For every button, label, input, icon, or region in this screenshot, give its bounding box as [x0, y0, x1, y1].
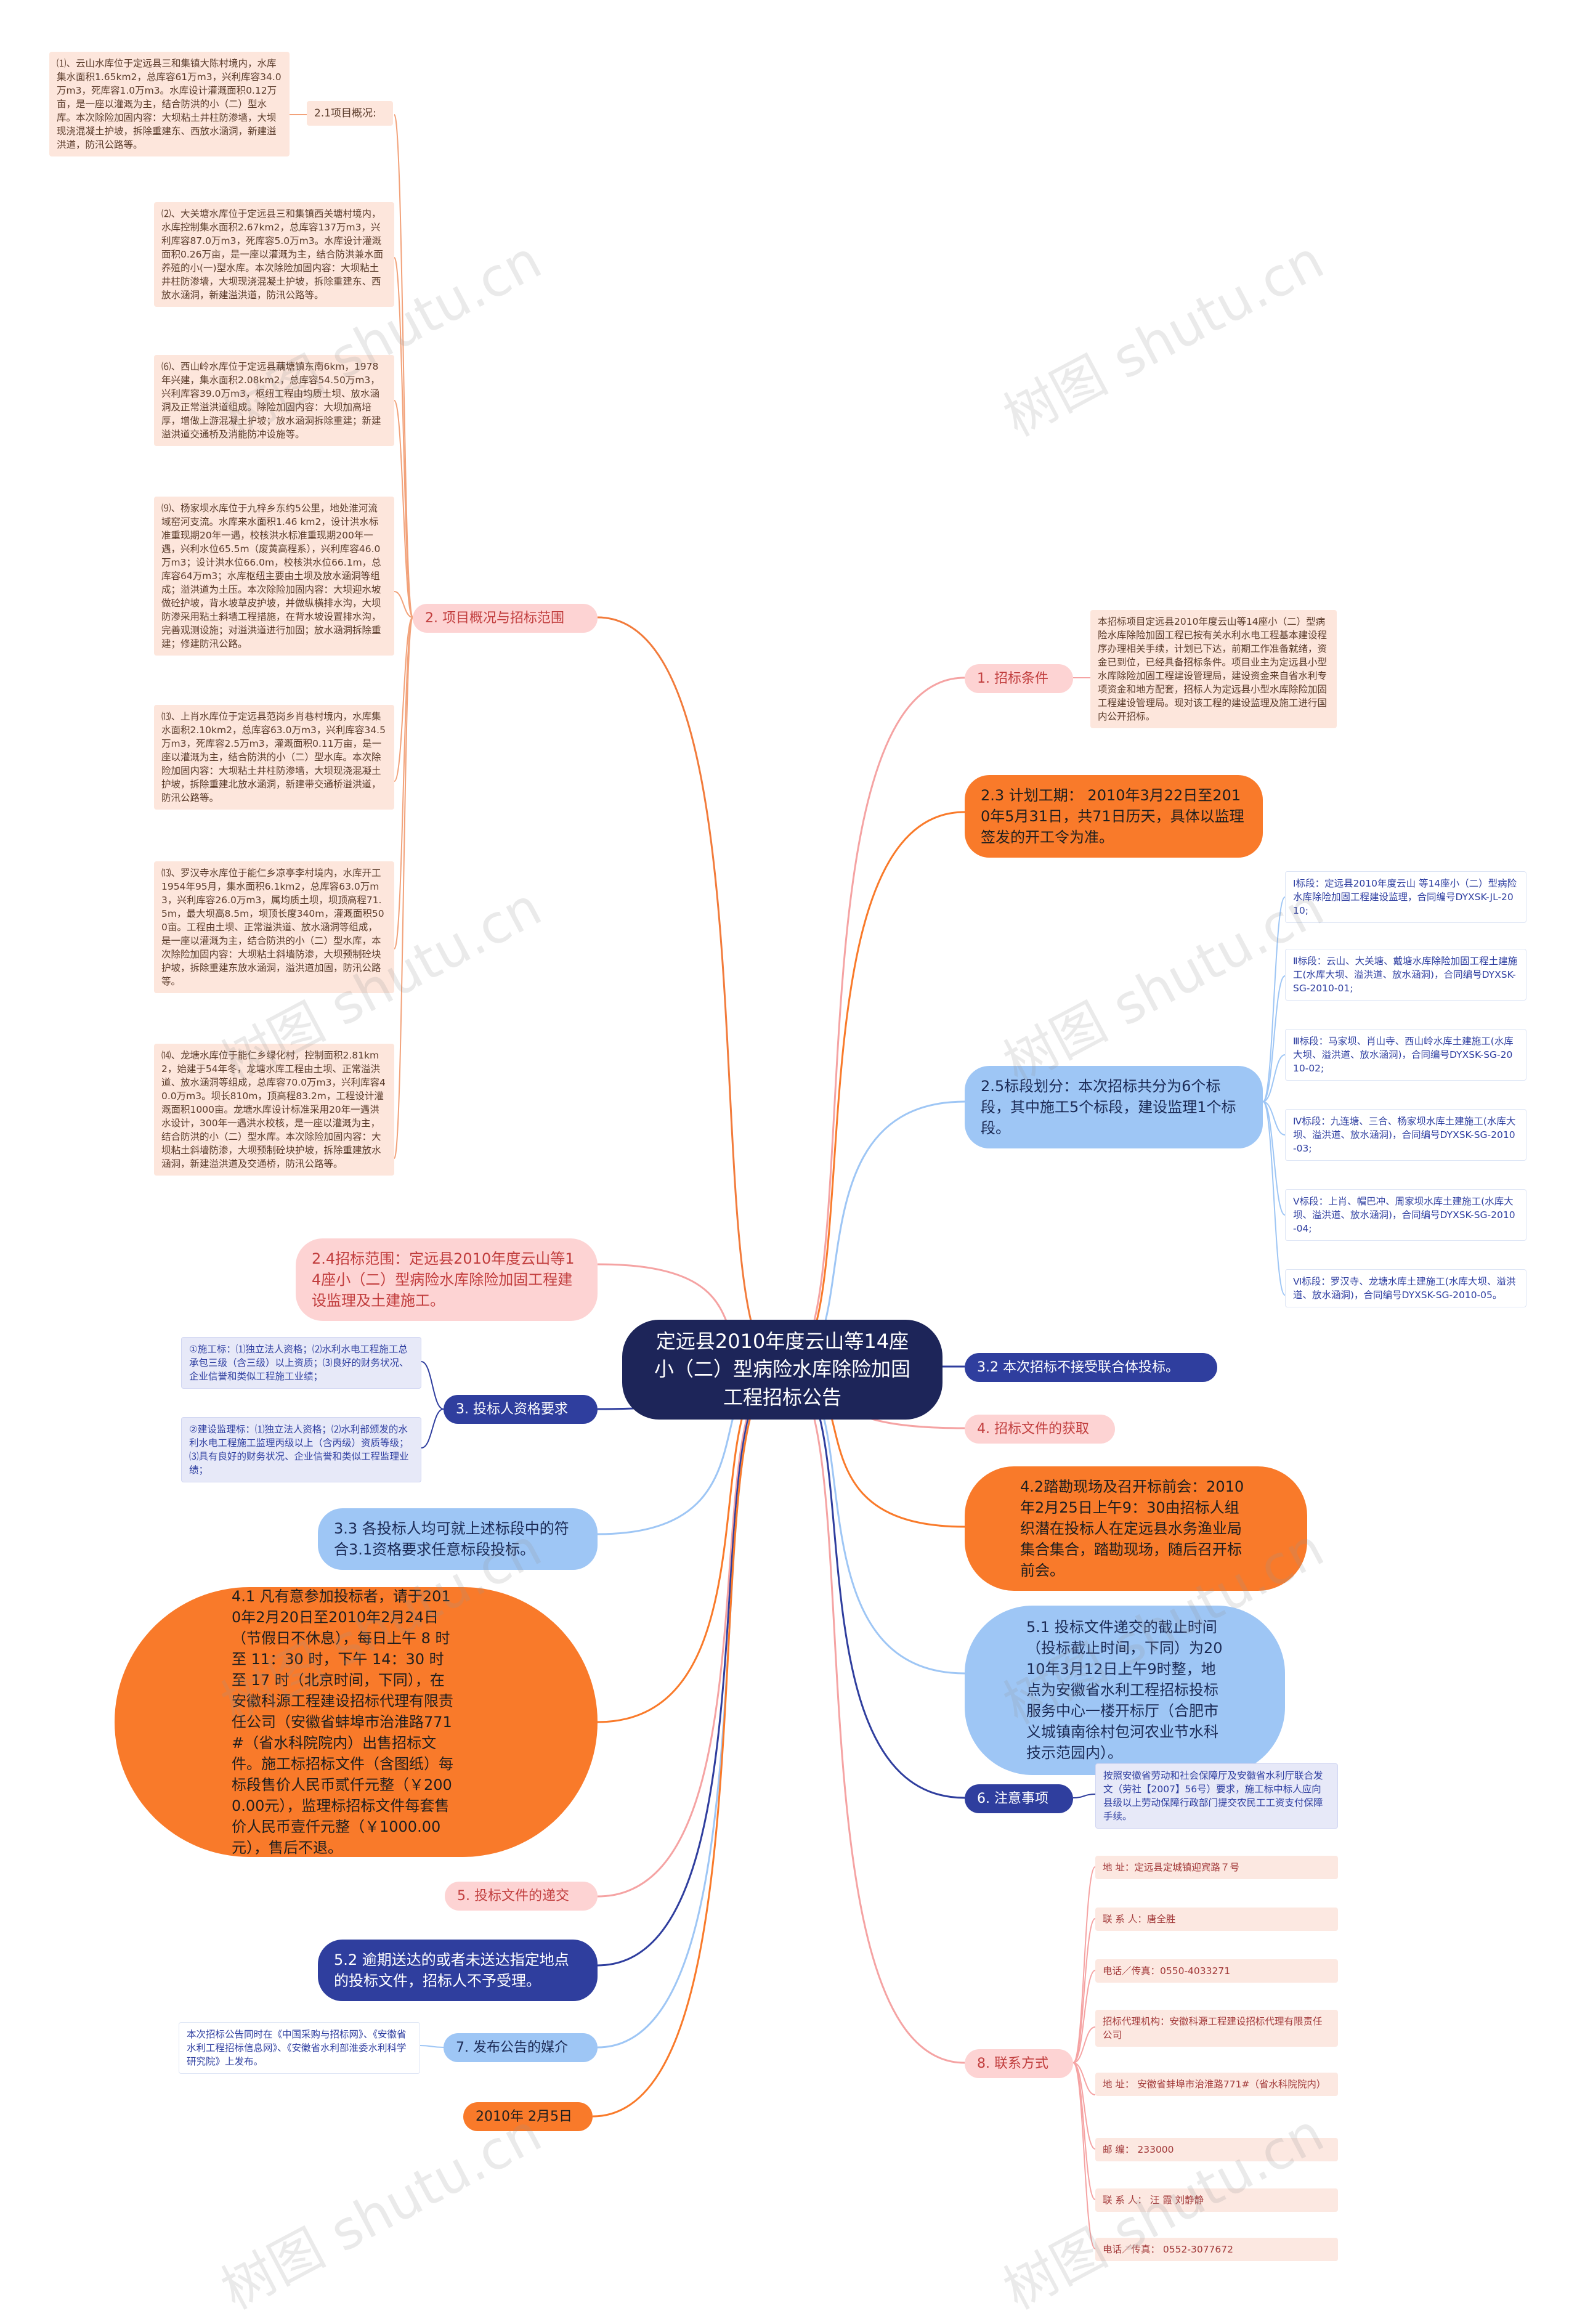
reservoir-item[interactable]: ⒀、上肖水库位于定远县范岗乡肖巷村境内，水库集水面积2.10km2，总库容63.…: [154, 705, 394, 810]
topic-no-joint[interactable]: 3.2 本次招标不接受联合体投标。: [965, 1353, 1217, 1383]
qualification-item[interactable]: ①施工标：⑴独立法人资格；⑵水利水电工程施工总承包三级（含三级）以上资质；⑶良好…: [181, 1337, 421, 1389]
connector-contact-item: [1072, 2062, 1096, 2095]
contact-item[interactable]: 地 址： 安徽省蚌埠市治淮路771#（省水科院院内）: [1095, 2073, 1338, 2096]
connector-section-item: [1262, 1101, 1286, 1216]
topic-submission[interactable]: 5. 投标文件的递交: [445, 1882, 598, 1911]
reservoir-item[interactable]: ⒀、罗汉寺水库位于能仁乡凉亭李村境内，水库开工1954年95月，集水面积6.1k…: [154, 861, 394, 993]
connector-date: [592, 1368, 783, 2118]
topic-date[interactable]: 2010年 2月5日: [463, 2102, 593, 2132]
connector-plan: [782, 811, 965, 1371]
contact-item[interactable]: 地 址：定远县定城镇迎宾路７号: [1095, 1856, 1338, 1879]
connector-contact-item: [1072, 1918, 1096, 2063]
connector-contact-item: [1072, 2026, 1096, 2063]
contact-item[interactable]: 联 系 人： 汪 霞 刘静静: [1095, 2188, 1338, 2212]
reservoir-item[interactable]: ⑴、云山水库位于定远县三和集镇大陈村境内，水库集水面积1.65km2，总库容61…: [49, 52, 290, 156]
section-item[interactable]: Ⅵ标段：罗汉寺、龙塘水库土建施工(水库大坝、溢洪道、放水涵洞)，合同编号DYXS…: [1285, 1269, 1526, 1307]
connector-reservoir: [394, 257, 413, 618]
connector-contact: [782, 1368, 965, 2064]
topic-note-5-2[interactable]: 5.2 逾期送达的或者未送达指定地点的投标文件，招标人不予受理。: [318, 1940, 598, 2002]
central-topic-label: 定远县2010年度云山等14座小（二）型病险水库除险加固工程招标公告: [654, 1329, 910, 1409]
connector-notice-item: [1072, 1794, 1096, 1798]
connector-contact-item: [1072, 1970, 1096, 2063]
connector-reservoir: [394, 591, 413, 618]
conditions-text[interactable]: 本招标项目定远县2010年度云山等14座小（二）型病险水库除险加固工程已按有关水…: [1090, 610, 1337, 728]
contact-item[interactable]: 联 系 人：唐全胜: [1095, 1908, 1338, 1931]
connector-scope: [597, 616, 783, 1371]
contact-item[interactable]: 电话／传真：0550-4033271: [1095, 1959, 1338, 1983]
connector-section-item: [1262, 896, 1286, 1102]
connector-contact-item: [1072, 2062, 1096, 2249]
section-item[interactable]: Ⅰ标段：定远县2010年度云山 等14座小（二）型病险水库除险加固工程建设监理，…: [1285, 871, 1526, 923]
central-topic[interactable]: 定远县2010年度云山等14座小（二）型病险水库除险加固工程招标公告: [622, 1320, 943, 1420]
section-item[interactable]: Ⅴ标段：上肖、帽巴冲、周家坝水库土建施工(水库大坝、溢洪道、放水涵洞)，合同编号…: [1285, 1189, 1526, 1241]
connector-submission: [597, 1368, 783, 1898]
topic-note-4-1[interactable]: 4.1 凡有意参加投标者，请于2010年2月20日至2010年2月24日（节假日…: [115, 1587, 598, 1857]
topic-deadline[interactable]: 5.1 投标文件递交的截止时间（投标截止时间，下同）为2010年3月12日上午9…: [965, 1606, 1285, 1775]
connector-reservoir: [394, 617, 413, 782]
connector-reservoir: [394, 617, 413, 949]
topic-docs[interactable]: 4. 招标文件的获取: [965, 1415, 1115, 1444]
contact-item[interactable]: 邮 编： 233000: [1095, 2138, 1338, 2161]
topic-plan[interactable]: 2.3 计划工期： 2010年3月22日至2010年5月31日，共71日历天，具…: [965, 775, 1263, 858]
section-item[interactable]: Ⅳ标段：九连塘、三合、杨家坝水库土建施工(水库大坝、溢洪道、放水涵洞)，合同编号…: [1285, 1109, 1526, 1161]
connector-media: [597, 1368, 783, 2049]
notice-text[interactable]: 按照安徽省劳动和社会保障厅及安徽省水利厅联合发文（劳社【2007】56号）要求，…: [1095, 1763, 1338, 1829]
topic-note-3-3[interactable]: 3.3 各投标人均可就上述标段中的符合3.1资格要求任意标段投标。: [318, 1508, 598, 1570]
topic-media[interactable]: 7. 发布公告的媒介: [444, 2033, 598, 2063]
contact-item[interactable]: 电话／传真： 0552-3077672: [1095, 2238, 1338, 2261]
topic-project-scope[interactable]: 2. 项目概况与招标范围: [413, 604, 598, 633]
contact-item[interactable]: 招标代理机构：安徽科源工程建设招标代理有限责任公司: [1095, 2010, 1338, 2047]
connector-4-1: [597, 1368, 783, 1723]
connector-contact-item: [1072, 2062, 1096, 2150]
topic-conditions[interactable]: 1. 招标条件: [965, 664, 1073, 694]
connector-conditions: [782, 676, 965, 1371]
topic-site-visit[interactable]: 4.2踏勘现场及召开标前会：2010年2月25日上午9：30由招标人组织潜在投标…: [965, 1466, 1307, 1591]
reservoir-item[interactable]: ⒁、龙塘水库位于能仁乡绿化村，控制面积2.81km2，始建于54年冬，龙塘水库工…: [154, 1044, 394, 1176]
section-item[interactable]: Ⅲ标段：马家坝、肖山寺、西山岭水库土建施工(水库大坝、溢洪道、放水涵洞)，合同编…: [1285, 1029, 1526, 1081]
connector-media-item: [420, 2045, 444, 2048]
topic-contact[interactable]: 8. 联系方式: [965, 2049, 1073, 2079]
media-text[interactable]: 本次招标公告同时在《中国采购与招标网》、《安徽省水利工程招标信息网》、《安徽省水…: [179, 2022, 420, 2074]
qualification-item[interactable]: ②建设监理标：⑴独立法人资格；⑵水利部颁发的水利水电工程施工监理丙级以上（含丙级…: [181, 1417, 421, 1482]
reservoir-item[interactable]: ⑹、西山岭水库位于定远县藕塘镇东南6km，1978年兴建，集水面积2.08km2…: [154, 355, 394, 446]
connector-5-2: [597, 1368, 783, 1967]
connector-section-item: [1262, 1101, 1286, 1136]
section-item[interactable]: Ⅱ标段：云山、大关塘、戴塘水库除险加固工程土建施工(水库大坝、溢洪道、放水涵洞)…: [1285, 949, 1526, 1001]
topic-scope-note[interactable]: 2.4招标范围：定远县2010年度云山等14座小（二）型病险水库除险加固工程建设…: [296, 1238, 598, 1322]
topic-sections[interactable]: 2.5标段划分：本次招标共分为6个标段，其中施工5个标段，建设监理1个标段。: [965, 1066, 1263, 1149]
connector-contact-item: [1072, 1866, 1096, 2063]
connector-overview: [394, 114, 413, 618]
reservoir-item[interactable]: ⑼、杨家坝水库位于九梓乡东约5公里，地处淮河流域窑河支流。水库来水面积1.46 …: [154, 497, 394, 656]
connector-reservoir: [394, 400, 413, 618]
connector-reservoir: [394, 617, 413, 1159]
topic-overview[interactable]: 2.1项目概况:: [307, 101, 393, 126]
topic-qualification[interactable]: 3. 投标人资格要求: [444, 1395, 598, 1424]
connector-notice: [782, 1368, 965, 1799]
connector-contact-item: [1072, 2062, 1096, 2200]
connector-section-item: [1262, 1101, 1286, 1296]
topic-notice[interactable]: 6. 注意事项: [965, 1784, 1073, 1814]
connector-section-item: [1262, 1054, 1286, 1102]
reservoir-item[interactable]: ⑵、大关塘水库位于定远县三和集镇西关塘村境内，水库控制集水面积2.67km2，总…: [154, 202, 394, 307]
connector-section-item: [1262, 975, 1286, 1102]
connector-qual-item: [421, 1408, 444, 1448]
connector-qual-item: [421, 1361, 444, 1410]
